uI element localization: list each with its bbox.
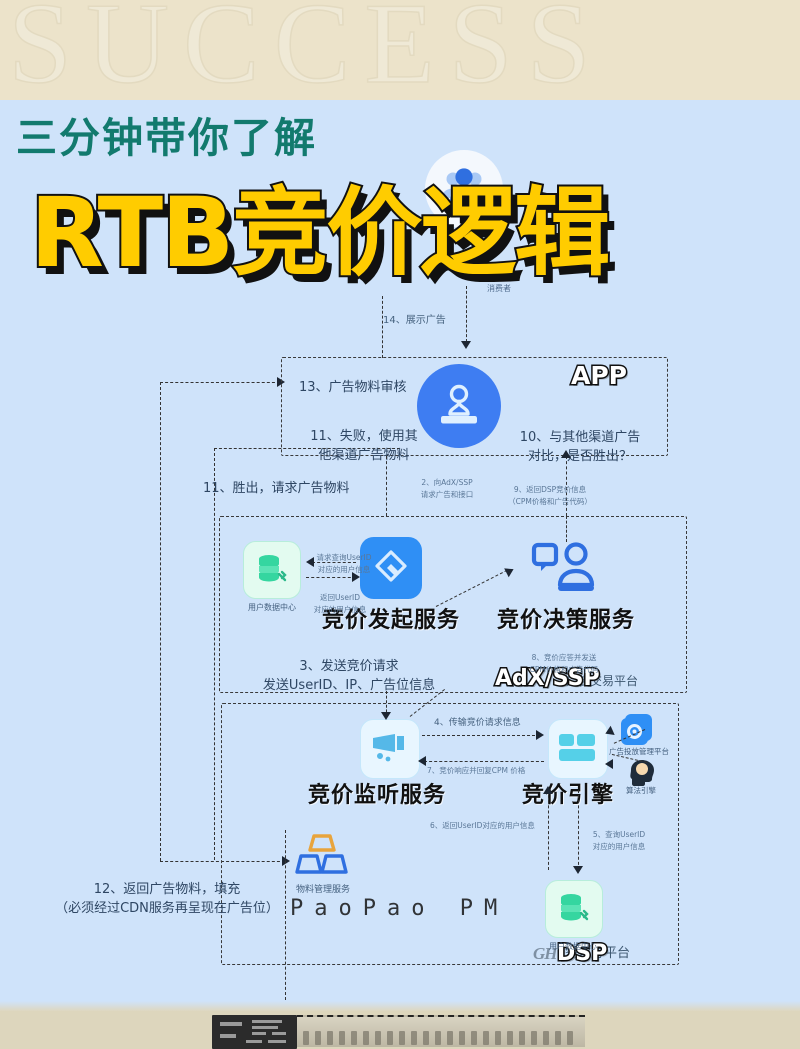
page-title: RTB竞价逻辑 xyxy=(28,177,612,289)
zone-app-overlay-label: APP xyxy=(570,360,629,392)
step-5-label: 5、查询UserID 对应的用户信息 xyxy=(592,830,646,851)
paopao-watermark: PaoPao PM xyxy=(290,896,509,921)
bid-init-service-label: 竞价发起服务 xyxy=(322,608,461,633)
edge-listen-up xyxy=(386,691,387,717)
banner-watermark-text: SUCCESS xyxy=(7,0,605,100)
arrow-consumer-down xyxy=(461,341,471,349)
arrow-12-to-material xyxy=(282,856,290,866)
step-4-label: 4、传输竞价请求信息 xyxy=(434,718,521,728)
edge-14-vertical xyxy=(382,296,383,358)
edge-7 xyxy=(424,761,544,762)
footer-device-box xyxy=(212,1015,297,1049)
edge-11-horizontal xyxy=(214,448,400,449)
edge-12-horizontal-bottom xyxy=(160,861,285,862)
step-2-label: 2、向AdX/SSP 请求广告和接口 xyxy=(420,478,474,499)
step-12-label: 12、返回广告物料，填充 （必须经过CDN服务再呈现在广告位） xyxy=(55,881,279,917)
step-6-label: 6、返回UserID对应的用户信息 xyxy=(430,821,535,830)
people-icon xyxy=(442,168,486,201)
edge-4 xyxy=(422,735,540,736)
material-management-icon xyxy=(295,834,348,874)
headline-kicker: 三分钟带你了解 xyxy=(16,114,317,162)
zone-adxssp-caption: 广告交易平台 xyxy=(566,674,639,688)
top-banner: SUCCESS xyxy=(0,0,800,100)
step-7-label: 7、竞价响应并回复CPM 价格 xyxy=(427,766,526,775)
user-data-center-left-label: 用户数据中心 xyxy=(248,603,296,612)
consumer-label: 消费者 xyxy=(487,284,511,293)
bid-init-icon xyxy=(375,550,407,582)
bid-listen-icon xyxy=(373,734,404,762)
algorithm-engine-icon xyxy=(630,760,654,786)
algorithm-engine-label: 算法引擎 xyxy=(626,786,656,795)
arrow-5-down xyxy=(573,866,583,874)
arrow-q1-left xyxy=(306,557,314,567)
ad-delivery-platform-icon xyxy=(621,714,652,745)
step-11b-label: 11、胜出，请求广告物料 xyxy=(203,481,350,496)
edge-lower-column xyxy=(285,830,286,1000)
bid-decision-service-label: 竞价决策服务 xyxy=(497,608,636,633)
app-node xyxy=(417,364,501,448)
query-userid-response-label: 返回UserID 对应的用户信息 xyxy=(313,593,367,614)
step-9-label: 9、返回DSP竞价信息 （CPM价格和广告代码） xyxy=(508,485,592,506)
arrow-7-left xyxy=(418,756,426,766)
arrow-algoengine-in xyxy=(605,759,613,769)
arrow-listen-down xyxy=(381,712,391,720)
edge-consumer-down xyxy=(466,286,467,342)
step-11a-label: 11、失败，使用其 他渠道广告物料 xyxy=(310,428,418,464)
edge-12-horizontal-top xyxy=(160,382,280,383)
arrow-q2-right xyxy=(352,572,360,582)
user-data-center-right-label: 用户数据中心 xyxy=(549,942,597,951)
edge-11-vertical xyxy=(214,448,215,860)
footer-keyboard xyxy=(297,1015,585,1047)
arrow-4-right xyxy=(536,730,544,740)
edge-6-vertical xyxy=(548,790,549,870)
query-userid-request-label: 请求查询UserID 对应的用户信息 xyxy=(316,553,372,574)
zone-adxssp-overlay-label: AdX/SSP xyxy=(494,665,602,693)
step-14-label: 14、展示广告 xyxy=(383,315,446,326)
zone-adxssp xyxy=(219,516,687,693)
bid-engine-icon xyxy=(559,734,595,761)
edge-q1 xyxy=(312,562,356,563)
edge-5-vertical xyxy=(578,790,579,870)
bid-decision-icon xyxy=(531,542,595,591)
edge-9-vertical xyxy=(566,456,567,516)
bid-listen-service-label: 竞价监听服务 xyxy=(308,783,447,808)
user-data-center-left-node xyxy=(243,541,301,599)
arrow-9-up xyxy=(561,450,571,458)
database-icon-left xyxy=(259,555,287,582)
ad-delivery-platform-label: 广告投放管理平台 xyxy=(609,747,669,756)
zone-app xyxy=(281,357,668,456)
consumer-avatar-badge xyxy=(425,150,503,228)
edge-8-vertical xyxy=(566,516,567,542)
gh-watermark: GH xyxy=(533,944,557,963)
bid-engine-service-label: 竞价引擎 xyxy=(522,783,615,808)
database-icon-right xyxy=(561,894,589,921)
zone-dsp-overlay-label: DSP xyxy=(555,940,608,968)
step-3-label: 3、发送竞价请求 发送UserID、IP、广告位信息 xyxy=(262,658,436,694)
stamp-icon xyxy=(441,384,477,424)
edge-q2 xyxy=(306,577,356,578)
step-13-label: 13、广告物料审核 xyxy=(299,380,407,395)
footer-strip xyxy=(0,1001,800,1049)
arrow-6-up xyxy=(543,786,553,794)
edge-12-vertical-left xyxy=(160,382,161,861)
step-10-label: 10、与其他渠道广告 对比，是否胜出？ xyxy=(519,429,641,465)
edge-2-vertical xyxy=(386,456,387,516)
zone-dsp xyxy=(221,703,679,965)
material-management-label: 物料管理服务 xyxy=(295,884,350,894)
step-8-label: 8、竞价应答并发送 CPM价格和广告代码 xyxy=(529,653,599,674)
zone-dsp-caption: 需求方平台 xyxy=(565,946,631,961)
